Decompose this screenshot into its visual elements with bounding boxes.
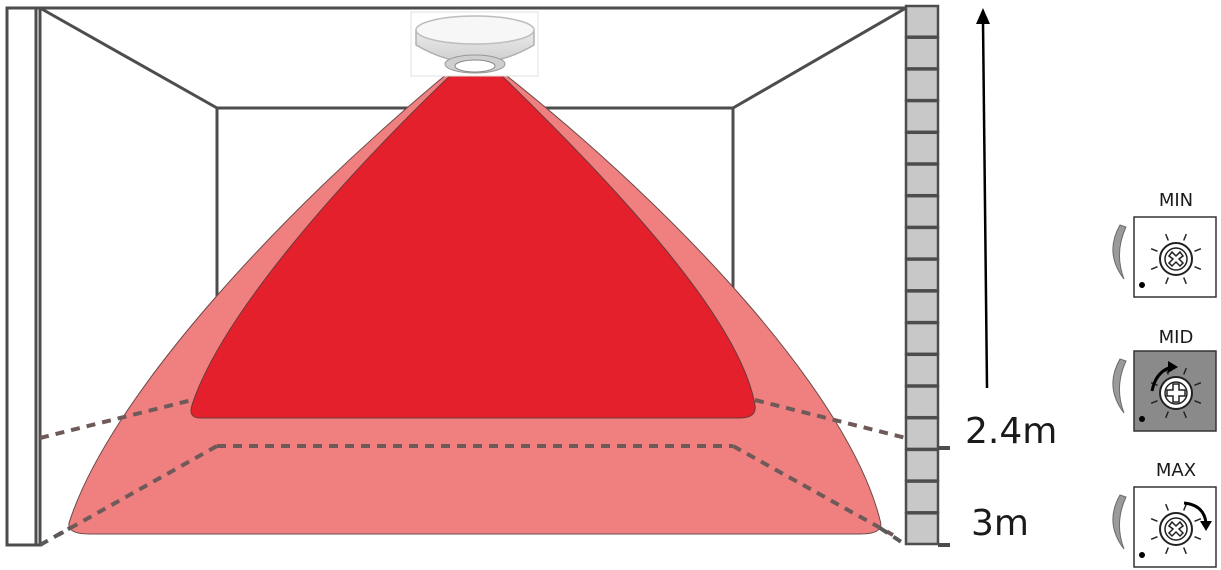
wall-block bbox=[904, 226, 940, 260]
indicator-dot bbox=[1139, 552, 1145, 558]
indicator-dot bbox=[1139, 416, 1145, 422]
wall-block bbox=[904, 480, 940, 514]
mode-label-mid: MID bbox=[1158, 327, 1194, 348]
height-ticks bbox=[938, 446, 950, 547]
wall-block bbox=[904, 416, 940, 451]
height-arrow-icon bbox=[976, 8, 990, 389]
wall-block bbox=[904, 448, 940, 482]
mode-panel-max bbox=[1112, 486, 1217, 568]
wall-block bbox=[904, 194, 940, 229]
wall-block bbox=[904, 163, 940, 197]
wall-block bbox=[904, 258, 940, 292]
left-wall bbox=[5, 6, 42, 547]
mode-label-min: MIN bbox=[1158, 190, 1194, 211]
knob-mark-icon bbox=[1112, 224, 1127, 280]
ceiling-sensor-icon bbox=[410, 11, 539, 77]
wall-block bbox=[904, 68, 940, 102]
indicator-dot bbox=[1139, 282, 1145, 288]
wall-block bbox=[904, 290, 940, 324]
rotate-arrow-icon bbox=[1183, 501, 1208, 524]
mode-panel-mid bbox=[1112, 350, 1217, 432]
wall-block bbox=[904, 512, 940, 546]
wall-block bbox=[904, 321, 940, 356]
adjustment-dial-icon bbox=[1150, 367, 1202, 419]
wall-block bbox=[904, 385, 940, 419]
wall-block bbox=[904, 353, 940, 387]
floor-extension bbox=[39, 526, 908, 547]
wall-block bbox=[904, 99, 940, 134]
mode-label-max: MAX bbox=[1155, 460, 1197, 481]
floor-lines-2-4m bbox=[39, 398, 907, 537]
wall-block bbox=[904, 131, 940, 165]
knob-mark-icon bbox=[1112, 358, 1127, 414]
adjustment-dial-icon bbox=[1150, 233, 1202, 285]
height-label-3m: 3m bbox=[971, 503, 1029, 544]
height-label-2-4m: 2.4m bbox=[965, 411, 1058, 452]
wall-block bbox=[904, 36, 940, 70]
inner-detection-zone bbox=[190, 69, 756, 419]
right-wall-blocks bbox=[904, 4, 940, 546]
wall-block bbox=[904, 4, 940, 38]
mode-panel-min bbox=[1112, 216, 1217, 298]
knob-mark-icon bbox=[1112, 494, 1127, 550]
adjustment-dial-icon bbox=[1150, 503, 1202, 555]
